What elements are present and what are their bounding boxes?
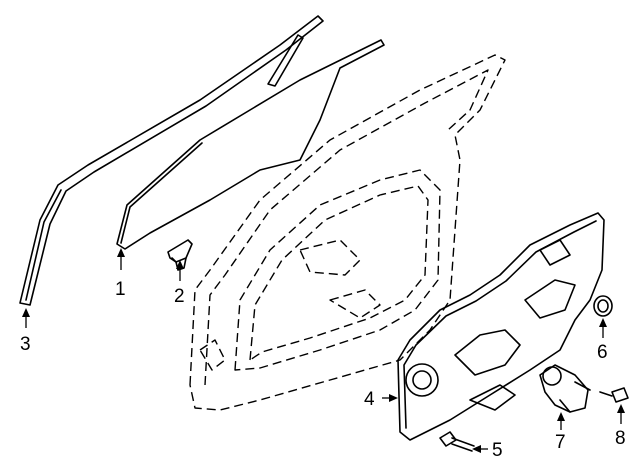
leader-5	[472, 445, 488, 453]
leader-8	[617, 404, 625, 424]
part-5-bolt[interactable]	[439, 431, 475, 452]
part-6-grommet[interactable]	[593, 295, 613, 317]
leader-6	[599, 318, 607, 338]
callout-1: 1	[115, 279, 126, 300]
callout-4: 4	[364, 389, 375, 410]
part-2-bracket[interactable]	[167, 239, 193, 271]
part-7-window-motor[interactable]	[539, 364, 591, 413]
callout-5: 5	[492, 440, 503, 461]
leader-2	[176, 260, 184, 281]
callout-2: 2	[174, 286, 185, 307]
callout-8: 8	[615, 428, 626, 449]
door-shell-outline	[189, 54, 506, 411]
leader-7	[557, 412, 565, 430]
callout-7: 7	[555, 432, 566, 453]
part-4-door-module[interactable]	[397, 212, 605, 441]
part-3-run-channel[interactable]	[19, 15, 324, 306]
callout-3: 3	[20, 334, 31, 355]
part-8-screw[interactable]	[599, 387, 629, 403]
leader-4	[382, 394, 398, 402]
leader-3	[22, 308, 30, 328]
callout-6: 6	[597, 342, 608, 363]
leader-1	[117, 248, 125, 270]
part-1-door-glass[interactable]	[116, 39, 385, 250]
